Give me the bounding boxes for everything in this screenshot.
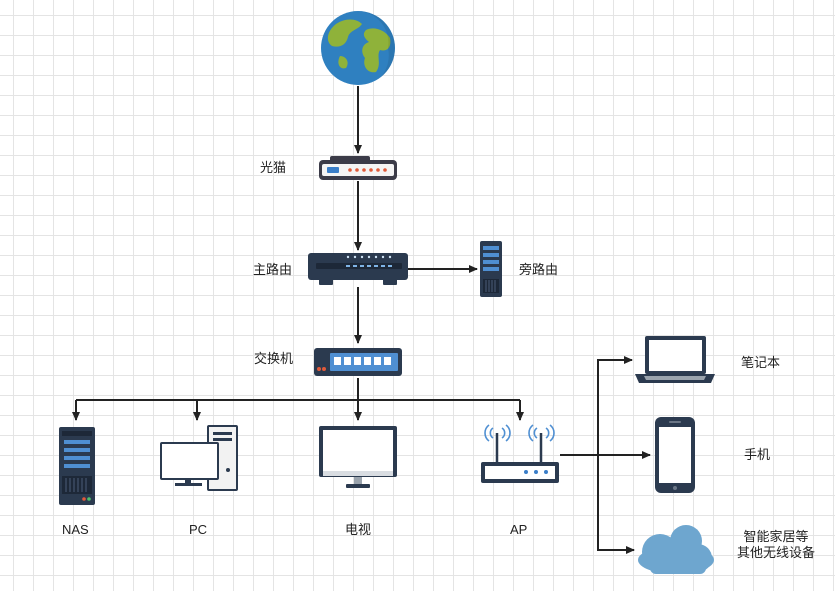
- laptop-icon: [635, 336, 715, 383]
- nas-icon: [59, 427, 95, 505]
- cloud-icon: [638, 525, 714, 574]
- ap-fanout-edge: [597, 356, 633, 455]
- pc-label: PC: [189, 522, 208, 537]
- modem-icon: [319, 156, 397, 180]
- connectors: [72, 86, 651, 554]
- ap-to-cloud-edge: [597, 455, 635, 554]
- optical-modem-label: 光猫: [260, 160, 287, 175]
- bypass-router-label: 旁路由: [519, 262, 559, 277]
- tv-label: 电视: [345, 522, 372, 537]
- pc-icon: [160, 425, 238, 491]
- switch-icon: [314, 348, 402, 376]
- nas-label: NAS: [62, 522, 89, 537]
- globe-icon: [321, 11, 396, 85]
- phone-label: 手机: [744, 447, 771, 462]
- phone-icon: [655, 417, 695, 493]
- smart-home-label: 智能家居等 其他无线设备: [734, 529, 818, 561]
- router-icon: [308, 253, 408, 285]
- smart-home-label-line2: 其他无线设备: [736, 545, 815, 560]
- wireless-ap-icon: [481, 424, 559, 483]
- ap-label: AP: [510, 522, 528, 537]
- tv-icon: [319, 426, 397, 488]
- server-icon: [480, 241, 502, 297]
- smart-home-label-line1: 智能家居等: [743, 529, 809, 544]
- switch-label: 交换机: [254, 351, 294, 366]
- laptop-label: 笔记本: [741, 355, 781, 370]
- main-router-label: 主路由: [253, 262, 293, 277]
